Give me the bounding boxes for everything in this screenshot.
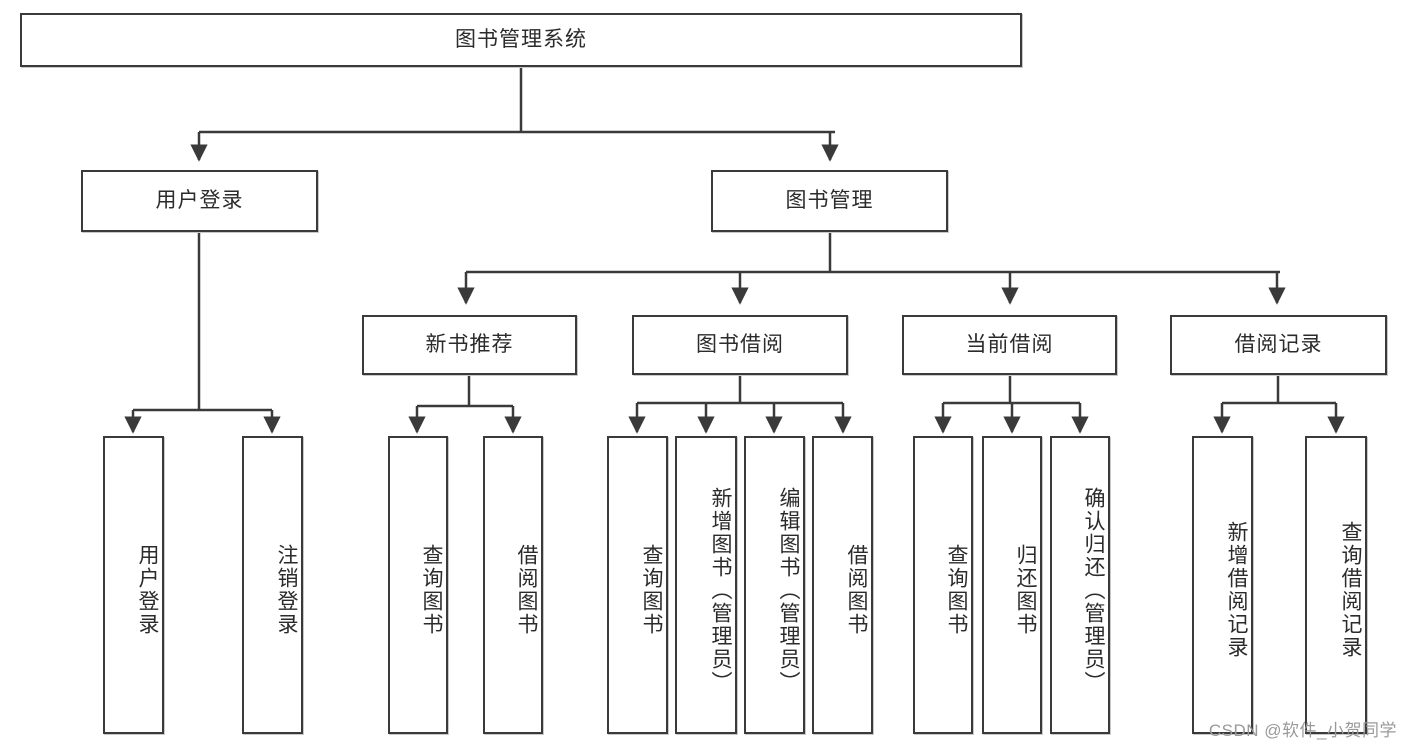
node-borrow-record[interactable]: 借阅记录 xyxy=(1170,315,1387,375)
leaf-confirm-return[interactable]: 确认归还（管理员） xyxy=(1050,436,1110,734)
node-book-borrow[interactable]: 图书借阅 xyxy=(632,315,848,375)
node-borrow-record-label: 借阅记录 xyxy=(1234,333,1323,357)
node-root[interactable]: 图书管理系统 xyxy=(20,13,1022,67)
leaf-query-record-label: 查询借阅记录 xyxy=(1339,521,1362,659)
leaf-add-book-label: 新增图书（管理员） xyxy=(709,486,732,694)
node-current-borrow-label: 当前借阅 xyxy=(965,333,1054,357)
leaf-query-book-2-label: 查询图书 xyxy=(640,544,663,636)
leaf-add-record[interactable]: 新增借阅记录 xyxy=(1192,436,1253,734)
node-current-borrow[interactable]: 当前借阅 xyxy=(902,315,1117,375)
leaf-query-book-3[interactable]: 查询图书 xyxy=(913,436,973,734)
leaf-query-book-1[interactable]: 查询图书 xyxy=(388,436,448,734)
node-user-login-label: 用户登录 xyxy=(155,189,244,213)
leaf-return-book-label: 归还图书 xyxy=(1014,544,1037,636)
leaf-user-login[interactable]: 用户登录 xyxy=(103,436,164,734)
leaf-logout-login[interactable]: 注销登录 xyxy=(242,436,303,734)
watermark-text: CSDN @软件_小贺同学 xyxy=(1208,721,1397,740)
leaf-query-book-1-label: 查询图书 xyxy=(420,544,443,636)
leaf-confirm-return-label: 确认归还（管理员） xyxy=(1082,486,1105,694)
node-root-label: 图书管理系统 xyxy=(455,28,587,52)
leaf-borrow-book-1[interactable]: 借阅图书 xyxy=(483,436,543,734)
leaf-return-book[interactable]: 归还图书 xyxy=(982,436,1042,734)
leaf-query-record[interactable]: 查询借阅记录 xyxy=(1305,436,1367,734)
leaf-borrow-book-1-label: 借阅图书 xyxy=(515,544,538,636)
node-new-book-recommend-label: 新书推荐 xyxy=(425,333,514,357)
node-book-borrow-label: 图书借阅 xyxy=(696,333,784,357)
leaf-edit-book-label: 编辑图书（管理员） xyxy=(777,486,800,694)
leaf-query-book-2[interactable]: 查询图书 xyxy=(607,436,668,734)
node-new-book-recommend[interactable]: 新书推荐 xyxy=(362,315,577,375)
node-user-login[interactable]: 用户登录 xyxy=(81,170,318,232)
leaf-add-book[interactable]: 新增图书（管理员） xyxy=(675,436,737,734)
node-book-manage-label: 图书管理 xyxy=(785,189,874,213)
leaf-logout-login-label: 注销登录 xyxy=(275,544,298,636)
leaf-query-book-3-label: 查询图书 xyxy=(945,544,968,636)
node-book-manage[interactable]: 图书管理 xyxy=(711,170,948,232)
leaf-borrow-book-2[interactable]: 借阅图书 xyxy=(812,436,873,734)
leaf-user-login-label: 用户登录 xyxy=(136,544,159,636)
leaf-borrow-book-2-label: 借阅图书 xyxy=(845,544,868,636)
leaf-add-record-label: 新增借阅记录 xyxy=(1225,521,1248,659)
leaf-edit-book[interactable]: 编辑图书（管理员） xyxy=(744,436,805,734)
